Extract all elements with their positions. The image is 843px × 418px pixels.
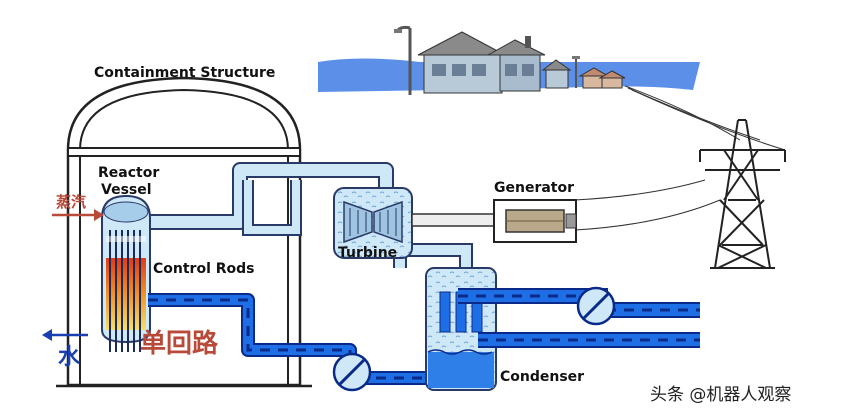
generator-icon <box>493 199 577 243</box>
landscape <box>318 25 700 95</box>
steam-arrow <box>52 209 104 221</box>
water-arrow <box>42 329 88 341</box>
reactor-label-line1: Reactor <box>98 165 159 181</box>
house-icon <box>541 59 572 89</box>
turbine-shaft <box>411 213 495 227</box>
control-rods <box>109 230 141 352</box>
pump-icon <box>332 352 372 392</box>
condenser-label: Condenser <box>500 369 584 385</box>
turbine-icon <box>333 187 413 259</box>
single-loop-annotation: 单回路 <box>140 328 219 359</box>
water-annotation: 水 <box>58 344 81 370</box>
house-icon <box>578 67 626 89</box>
house-icon <box>417 31 546 94</box>
generator-label: Generator <box>494 180 574 196</box>
watermark: 头条 @机器人观察 <box>650 385 791 405</box>
reactor-label-line2: Vessel <box>101 182 152 198</box>
turbine-label: Turbine <box>338 245 397 261</box>
containment-label: Containment Structure <box>94 65 275 81</box>
reactor-vessel <box>101 194 151 352</box>
street-lamp-icon <box>394 25 412 95</box>
control-rods-label: Control Rods <box>153 261 255 277</box>
power-lines <box>574 85 786 231</box>
pump-icon <box>576 286 616 326</box>
condenser <box>425 267 497 391</box>
transmission-tower-icon <box>699 119 786 269</box>
steam-annotation: 蒸汽 <box>56 193 86 211</box>
